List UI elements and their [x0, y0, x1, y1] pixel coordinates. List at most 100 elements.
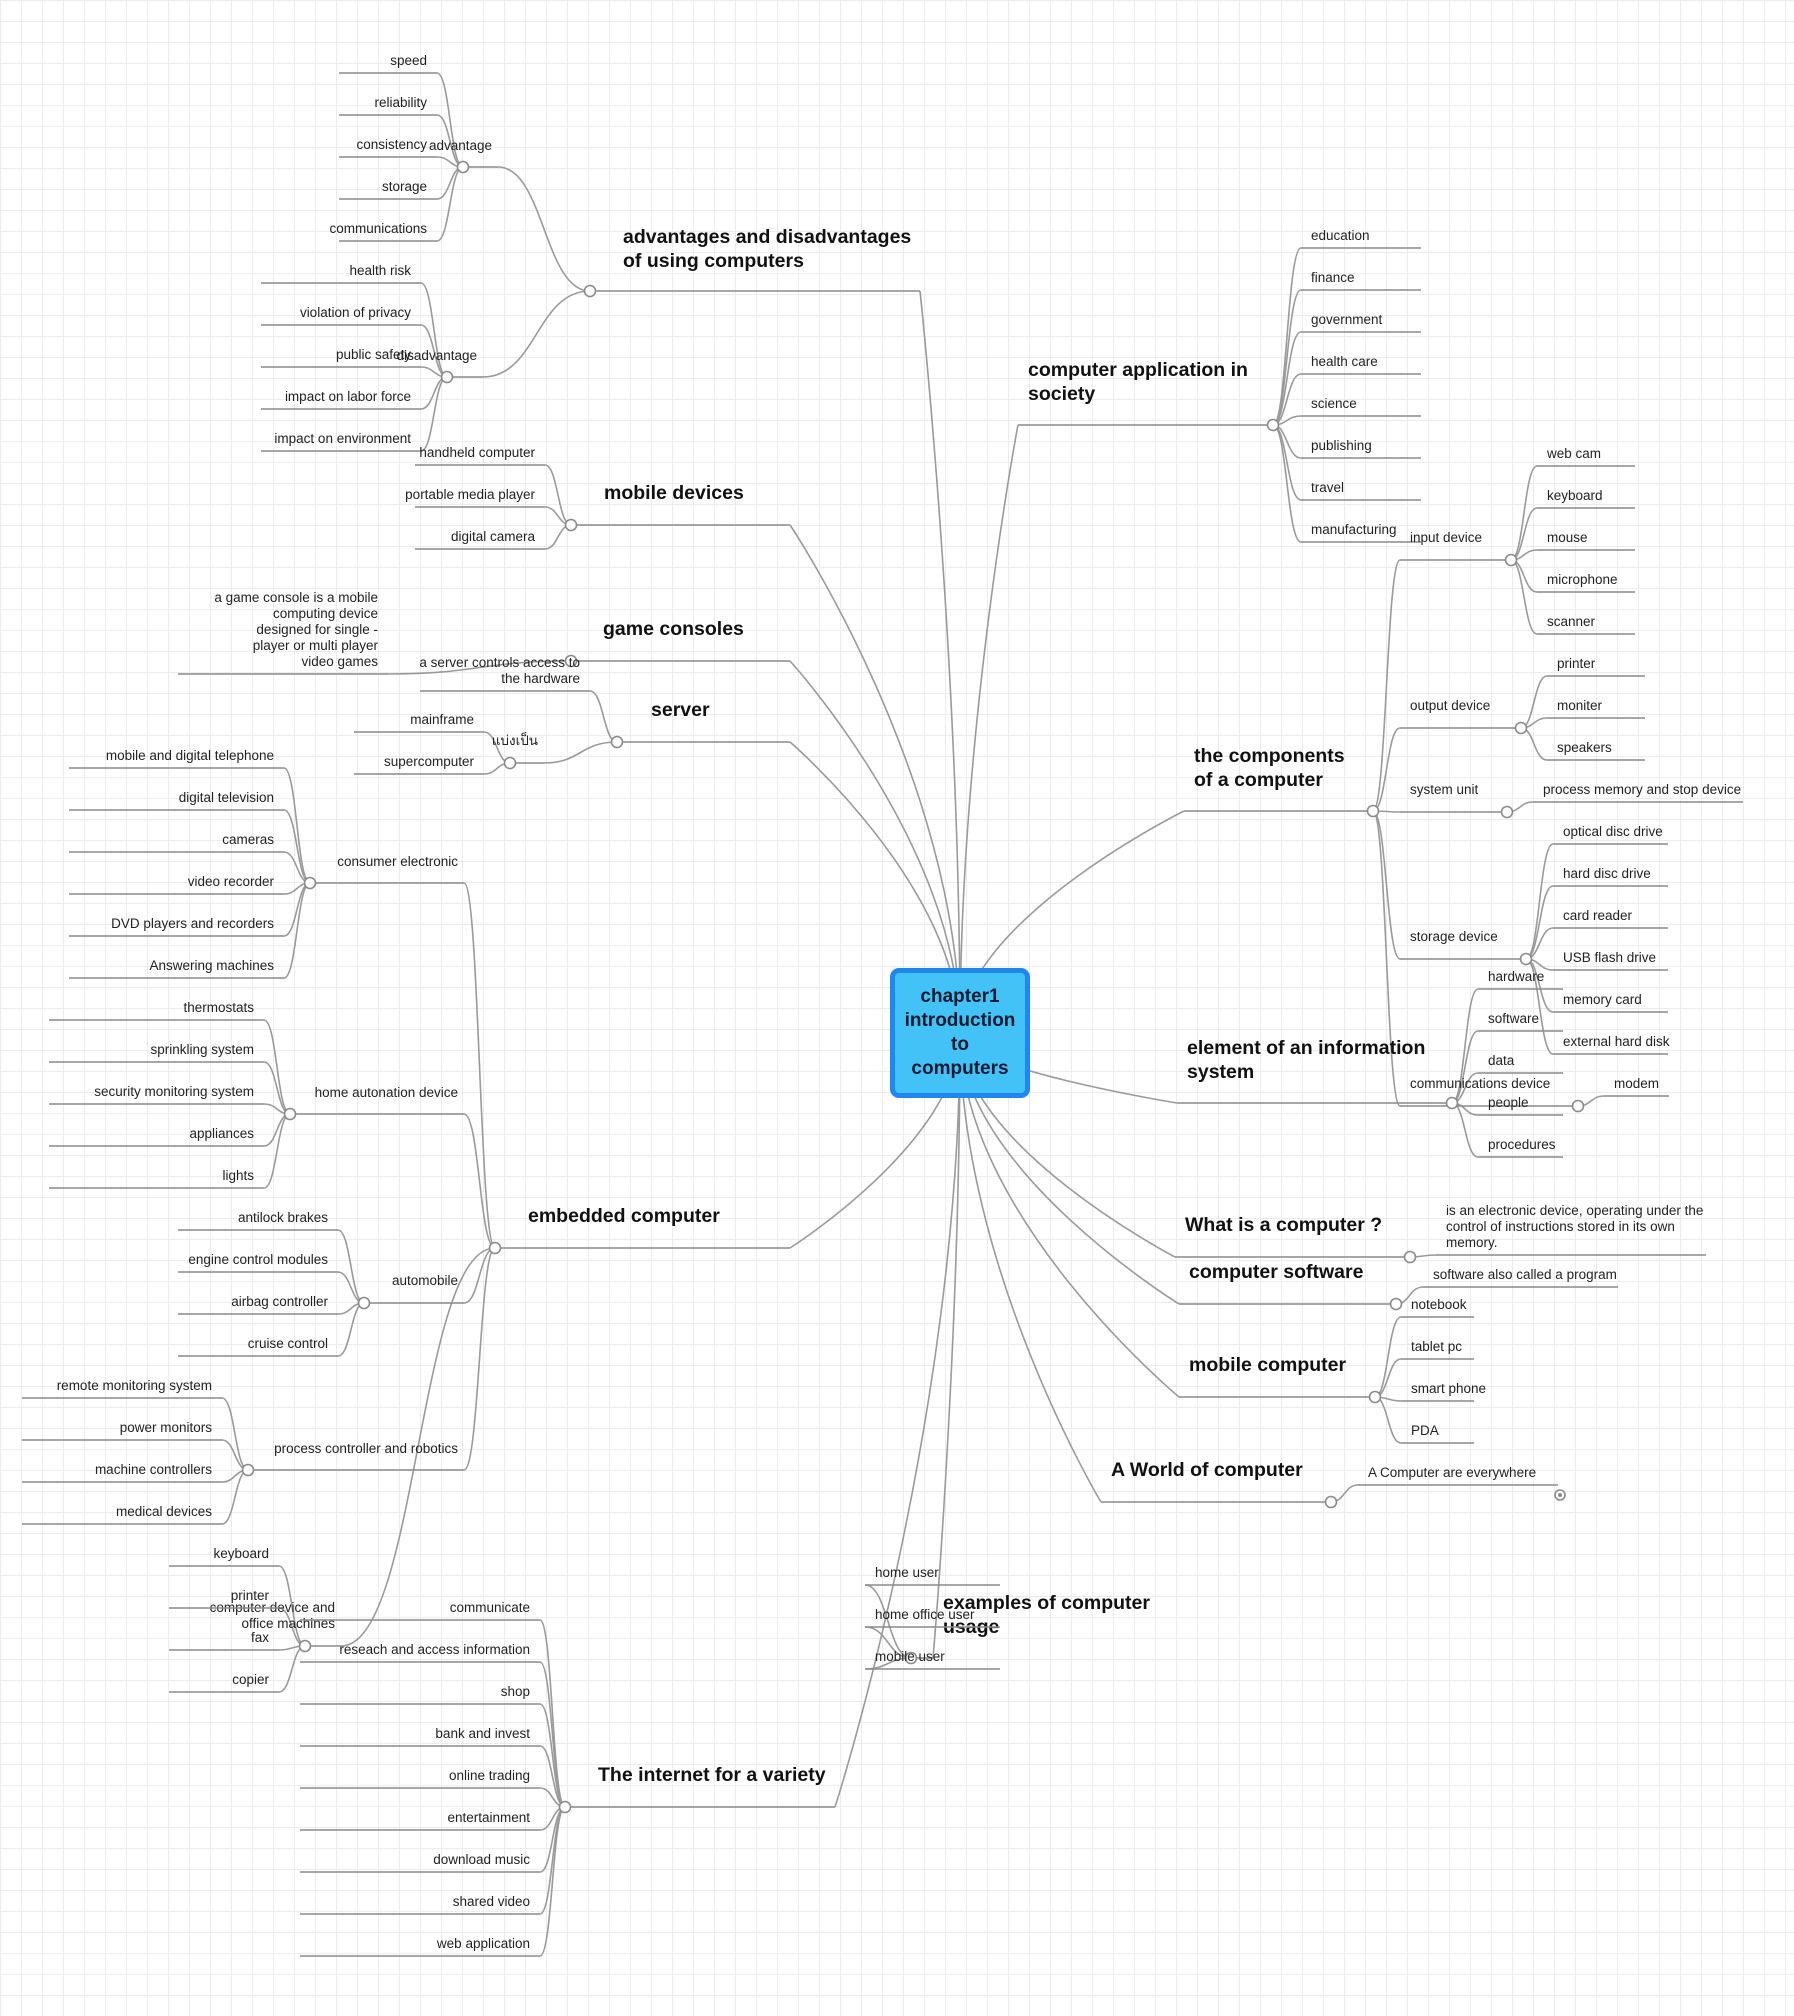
leaf-violation-of-privacy[interactable]: violation of privacy — [300, 305, 411, 320]
leaf-printer[interactable]: printer — [231, 1588, 270, 1603]
leaf-bank-and-invest[interactable]: bank and invest — [435, 1726, 530, 1741]
leaf-power-monitors[interactable]: power monitors — [120, 1420, 213, 1435]
leaf-entertainment[interactable]: entertainment — [447, 1810, 530, 1825]
leaf-impact-on-labor-force[interactable]: impact on labor force — [285, 389, 411, 404]
topic-a-world-of-computer[interactable]: A World of computer — [1111, 1459, 1303, 1481]
collapse-toggle[interactable] — [1266, 418, 1280, 432]
leaf-web-cam[interactable]: web cam — [1546, 446, 1601, 461]
subtopic-output-device[interactable]: output device — [1410, 698, 1490, 713]
leaf-lights[interactable]: lights — [222, 1168, 254, 1183]
collapse-toggle[interactable] — [564, 654, 578, 668]
subtopic-communications-device[interactable]: communications device — [1410, 1076, 1550, 1091]
topic-mobile-devices[interactable]: mobile devices — [604, 482, 744, 504]
leaf-antilock-brakes[interactable]: antilock brakes — [238, 1210, 328, 1225]
leaf-home-user[interactable]: home user — [875, 1565, 939, 1580]
subtopic-item[interactable]: แบ่งเป็น — [492, 731, 538, 748]
subtopic-process-controller-and-robotics[interactable]: process controller and robotics — [274, 1441, 458, 1456]
leaf-supercomputer[interactable]: supercomputer — [384, 754, 475, 769]
leaf-printer[interactable]: printer — [1557, 656, 1596, 671]
leaf-online-trading[interactable]: online trading — [449, 1768, 530, 1783]
leaf-mainframe[interactable]: mainframe — [410, 712, 474, 727]
collapse-toggle[interactable] — [456, 160, 470, 174]
leaf-pda[interactable]: PDA — [1411, 1423, 1439, 1438]
leaf-mobile-and-digital-telephone[interactable]: mobile and digital telephone — [106, 748, 274, 763]
subtopic-consumer-electronic[interactable]: consumer electronic — [337, 854, 458, 869]
central-topic[interactable]: chapter1 introduction to computers — [890, 968, 1030, 1098]
leaf-medical-devices[interactable]: medical devices — [116, 1504, 212, 1519]
collapse-toggle[interactable] — [1519, 952, 1533, 966]
leaf-home-office-user[interactable]: home office user — [875, 1607, 975, 1622]
leaf-handheld-computer[interactable]: handheld computer — [419, 445, 535, 460]
leaf-notebook[interactable]: notebook — [1411, 1297, 1467, 1312]
leaf-moniter[interactable]: moniter — [1557, 698, 1603, 713]
topic-server[interactable]: server — [651, 699, 710, 721]
subtopic-automobile[interactable]: automobile — [392, 1273, 458, 1288]
collapse-toggle[interactable] — [303, 876, 317, 890]
collapse-toggle[interactable] — [1445, 1096, 1459, 1110]
leaf-is-an-electronic-device-operating-under-the[interactable]: is an electronic device, operating under… — [1446, 1203, 1703, 1250]
leaf-government[interactable]: government — [1311, 312, 1383, 327]
topic-computer-software[interactable]: computer software — [1189, 1261, 1364, 1283]
leaf-answering-machines[interactable]: Answering machines — [149, 958, 274, 973]
collapse-toggle[interactable] — [1571, 1099, 1585, 1113]
leaf-manufacturing[interactable]: manufacturing — [1311, 522, 1397, 537]
leaf-scanner[interactable]: scanner — [1547, 614, 1596, 629]
leaf-engine-control-modules[interactable]: engine control modules — [188, 1252, 328, 1267]
leaf-keyboard[interactable]: keyboard — [1547, 488, 1603, 503]
leaf-security-monitoring-system[interactable]: security monitoring system — [94, 1084, 254, 1099]
leaf-shop[interactable]: shop — [501, 1684, 530, 1699]
leaf-microphone[interactable]: microphone — [1547, 572, 1618, 587]
collapse-toggle[interactable] — [283, 1107, 297, 1121]
leaf-speakers[interactable]: speakers — [1557, 740, 1612, 755]
collapse-toggle[interactable] — [440, 370, 454, 384]
leaf-process-memory-and-stop-device[interactable]: process memory and stop device — [1543, 782, 1741, 797]
collapse-toggle[interactable] — [1368, 1390, 1382, 1404]
collapse-toggle[interactable] — [1514, 721, 1528, 735]
leaf-airbag-controller[interactable]: airbag controller — [231, 1294, 328, 1309]
leaf-modem[interactable]: modem — [1614, 1076, 1659, 1091]
leaf-education[interactable]: education — [1311, 228, 1370, 243]
leaf-shared-video[interactable]: shared video — [453, 1894, 530, 1909]
collapse-toggle[interactable] — [357, 1296, 371, 1310]
leaf-usb-flash-drive[interactable]: USB flash drive — [1563, 950, 1656, 965]
leaf-optical-disc-drive[interactable]: optical disc drive — [1563, 824, 1663, 839]
leaf-web-application[interactable]: web application — [436, 1936, 530, 1951]
topic-what-is-a-computer[interactable]: What is a computer ? — [1185, 1214, 1382, 1236]
leaf-software-also-called-a-program[interactable]: software also called a program — [1433, 1267, 1617, 1282]
collapse-toggle[interactable] — [583, 284, 597, 298]
leaf-a-computer-are-everywhere[interactable]: A Computer are everywhere — [1368, 1465, 1536, 1480]
collapse-toggle[interactable] — [610, 735, 624, 749]
leaf-copier[interactable]: copier — [232, 1672, 269, 1687]
collapse-toggle[interactable] — [904, 1651, 918, 1665]
leaf-publishing[interactable]: publishing — [1311, 438, 1372, 453]
subtopic-advantage[interactable]: advantage — [429, 138, 492, 153]
leaf-communications[interactable]: communications — [329, 221, 427, 236]
leaf-appliances[interactable]: appliances — [189, 1126, 254, 1141]
subtopic-system-unit[interactable]: system unit — [1410, 782, 1479, 797]
leaf-mouse[interactable]: mouse — [1547, 530, 1588, 545]
collapse-toggle[interactable] — [1389, 1297, 1403, 1311]
collapse-toggle[interactable] — [558, 1800, 572, 1814]
leaf-smart-phone[interactable]: smart phone — [1411, 1381, 1486, 1396]
collapse-toggle[interactable] — [488, 1241, 502, 1255]
leaf-memory-card[interactable]: memory card — [1563, 992, 1642, 1007]
leaf-reliability[interactable]: reliability — [374, 95, 427, 110]
collapse-toggle[interactable] — [1500, 805, 1514, 819]
leaf-portable-media-player[interactable]: portable media player — [405, 487, 535, 502]
leaf-finance[interactable]: finance — [1311, 270, 1355, 285]
leaf-card-reader[interactable]: card reader — [1563, 908, 1633, 923]
leaf-impact-on-environment[interactable]: impact on environment — [274, 431, 411, 446]
leaf-remote-monitoring-system[interactable]: remote monitoring system — [57, 1378, 212, 1393]
leaf-health-care[interactable]: health care — [1311, 354, 1378, 369]
collapse-toggle[interactable] — [298, 1639, 312, 1653]
leaf-tablet-pc[interactable]: tablet pc — [1411, 1339, 1462, 1354]
topic-the-internet-for-a-variety[interactable]: The internet for a variety — [598, 1764, 826, 1786]
topic-mobile-computer[interactable]: mobile computer — [1189, 1354, 1347, 1376]
leaf-hard-disc-drive[interactable]: hard disc drive — [1563, 866, 1651, 881]
leaf-hardware[interactable]: hardware — [1488, 969, 1544, 984]
